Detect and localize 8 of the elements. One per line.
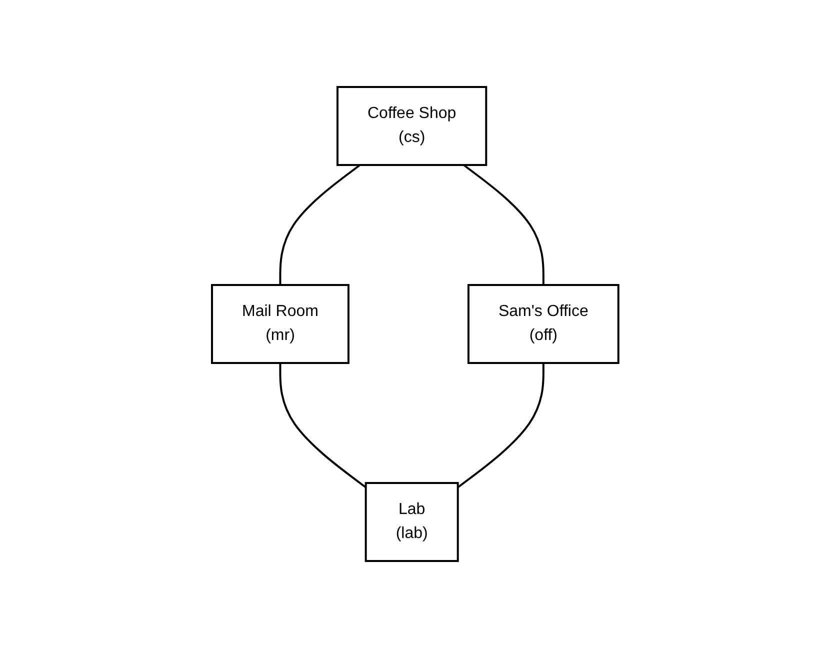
connector [463, 164, 545, 284]
node-box: Mail Room (mr) [211, 284, 350, 364]
connector [280, 362, 367, 488]
connector [280, 164, 361, 284]
node-box: Lab (lab) [365, 482, 460, 562]
node-box: Coffee Shop (cs) [336, 86, 488, 166]
connector [458, 362, 545, 488]
node-box: Sam's Office (off) [468, 284, 620, 364]
